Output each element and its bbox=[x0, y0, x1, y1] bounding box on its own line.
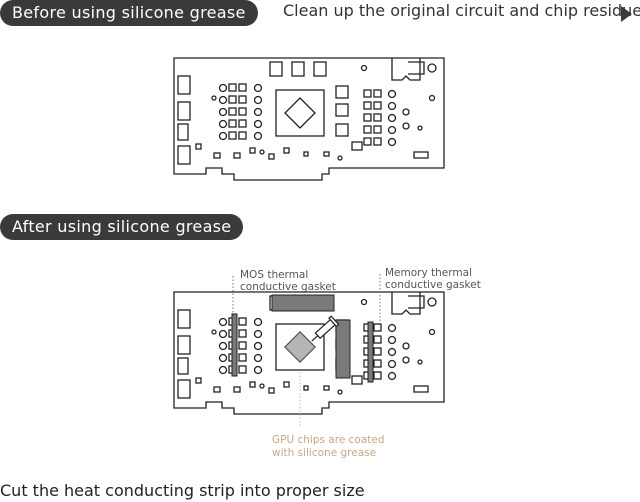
before-section-pill: Before using silicone grease bbox=[0, 0, 258, 26]
gpu-grease bbox=[284, 331, 316, 363]
arrow-right-icon bbox=[621, 6, 632, 22]
mos-gasket-right bbox=[367, 321, 374, 383]
gpu-label-line1: GPU chips are coated bbox=[272, 434, 385, 446]
before-headline: Clean up the original circuit and chip r… bbox=[283, 1, 640, 20]
pcb-board-after bbox=[173, 291, 445, 415]
after-section-pill: After using silicone grease bbox=[0, 214, 244, 240]
memory-gasket-right bbox=[335, 319, 351, 379]
mos-label-line2: conductive gasket bbox=[240, 281, 336, 293]
gpu-label-line2: with silicone grease bbox=[272, 447, 376, 459]
memory-gasket-top bbox=[271, 294, 335, 312]
mos-gasket-left bbox=[231, 313, 238, 377]
memory-label-line1: Memory thermal bbox=[385, 267, 472, 279]
pcb-board-before bbox=[173, 57, 445, 181]
memory-label-line2: conductive gasket bbox=[385, 279, 481, 291]
footer-caption: Cut the heat conducting strip into prope… bbox=[0, 481, 365, 500]
syringe-icon bbox=[311, 315, 340, 342]
mos-label-line1: MOS thermal bbox=[240, 269, 308, 281]
